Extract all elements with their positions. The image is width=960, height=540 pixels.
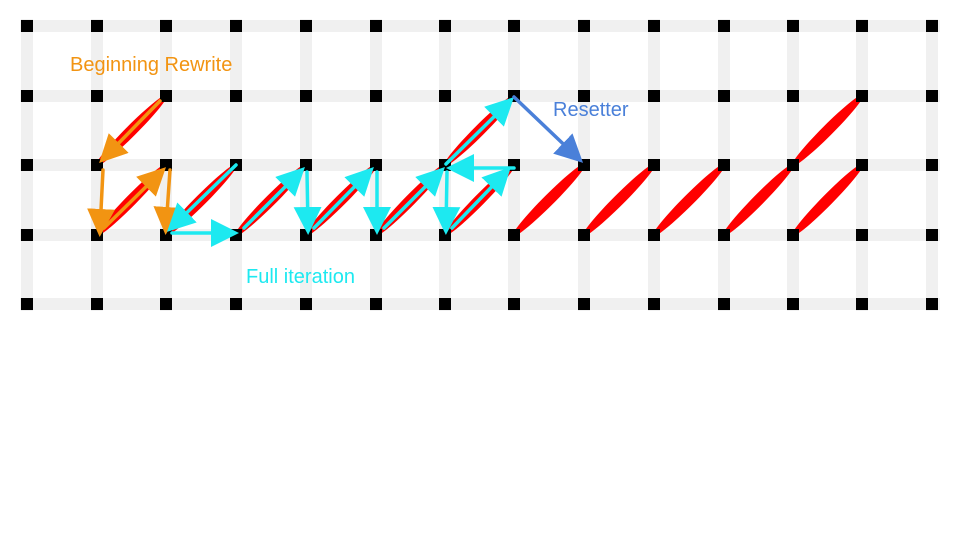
grid-node-square bbox=[300, 159, 312, 171]
grid-node-square bbox=[300, 20, 312, 32]
grid-row-line bbox=[20, 20, 940, 32]
grid-node-square bbox=[578, 90, 590, 102]
grid-node-square bbox=[160, 229, 172, 241]
grid-node-square bbox=[718, 20, 730, 32]
grid-node-square bbox=[370, 159, 382, 171]
full-iteration-arrows bbox=[166, 97, 516, 247]
full-iteration-arrow bbox=[444, 97, 514, 166]
grid-node-square bbox=[787, 159, 799, 171]
full-iteration-arrow bbox=[450, 166, 511, 230]
grid-node-square bbox=[230, 90, 242, 102]
grid-node-square bbox=[856, 229, 868, 241]
grid-node-square bbox=[439, 229, 451, 241]
grid-node-square bbox=[718, 298, 730, 310]
stitch-ellipse bbox=[652, 163, 726, 237]
stitch-ellipse bbox=[582, 163, 656, 237]
grid-node-square bbox=[718, 229, 730, 241]
grid-node-square bbox=[439, 20, 451, 32]
grid-node-square bbox=[370, 20, 382, 32]
grid-node-square bbox=[21, 298, 33, 310]
full-iteration-label: Full iteration bbox=[246, 266, 355, 288]
grid-node-square bbox=[787, 20, 799, 32]
grid-row-line bbox=[20, 229, 940, 241]
grid-node-square bbox=[926, 90, 938, 102]
grid-node-square bbox=[718, 159, 730, 171]
grid-node-square bbox=[91, 159, 103, 171]
grid-node-square bbox=[578, 20, 590, 32]
grid-row-line bbox=[20, 90, 940, 102]
grid-node-square bbox=[508, 298, 520, 310]
resetter-label: Resetter bbox=[553, 99, 629, 121]
full-iteration-arrow bbox=[432, 170, 461, 235]
grid-node-square bbox=[160, 298, 172, 310]
grid-node-square bbox=[578, 229, 590, 241]
grid-node-square bbox=[21, 20, 33, 32]
grid-node-square bbox=[926, 298, 938, 310]
beginning-rewrite-arrow bbox=[102, 167, 166, 230]
stitch-ellipse bbox=[791, 94, 864, 167]
resetter-arrow bbox=[512, 95, 584, 163]
grid-node-square bbox=[926, 229, 938, 241]
grid-node-square bbox=[578, 159, 590, 171]
beginning-rewrite-label: Beginning Rewrite bbox=[70, 54, 233, 76]
grid-node-square bbox=[21, 159, 33, 171]
full-iteration-arrow bbox=[242, 167, 305, 230]
beginning-rewrite-arrow bbox=[153, 168, 182, 235]
grid-node-square bbox=[648, 20, 660, 32]
grid-node-square bbox=[508, 20, 520, 32]
beginning-rewrite-arrow bbox=[87, 168, 116, 237]
grid-node-square bbox=[91, 20, 103, 32]
grid-node-square bbox=[508, 229, 520, 241]
grid-row-line bbox=[20, 159, 940, 171]
grid-node-square bbox=[856, 90, 868, 102]
grid-node-square bbox=[718, 90, 730, 102]
grid-node-square bbox=[926, 159, 938, 171]
beginning-rewrite-arrows bbox=[87, 99, 182, 237]
grid-node-square bbox=[300, 229, 312, 241]
grid-node-square bbox=[370, 298, 382, 310]
grid-node-square bbox=[160, 90, 172, 102]
grid-node-square bbox=[370, 229, 382, 241]
grid-node-square bbox=[787, 298, 799, 310]
grid-node-square bbox=[926, 20, 938, 32]
stitch-ellipse bbox=[722, 163, 795, 237]
grid-node-square bbox=[160, 20, 172, 32]
grid-node-square bbox=[300, 90, 312, 102]
grid-node-square bbox=[648, 90, 660, 102]
grid-node-square bbox=[439, 298, 451, 310]
grid-node-square bbox=[230, 229, 242, 241]
grid-node-square bbox=[787, 229, 799, 241]
grid-node-square bbox=[439, 90, 451, 102]
grid-node-square bbox=[578, 298, 590, 310]
grid-node-square bbox=[856, 20, 868, 32]
full-iteration-arrow bbox=[312, 167, 374, 230]
grid-node-square bbox=[787, 90, 799, 102]
resetter-arrows bbox=[512, 95, 584, 163]
full-iteration-arrow bbox=[166, 163, 238, 232]
grid-node-square bbox=[21, 229, 33, 241]
grid-node-square bbox=[230, 20, 242, 32]
grid-node-square bbox=[648, 159, 660, 171]
beginning-rewrite-arrow bbox=[99, 99, 162, 163]
grid-node-square bbox=[91, 90, 103, 102]
grid-row-line bbox=[20, 298, 940, 310]
full-iteration-arrow bbox=[293, 170, 322, 235]
stitch-ellipse bbox=[512, 163, 586, 237]
full-iteration-arrow bbox=[382, 167, 445, 230]
stitch-ellipse bbox=[791, 163, 864, 237]
grid-node-square bbox=[300, 298, 312, 310]
grid-node-square bbox=[370, 90, 382, 102]
grid-node-square bbox=[648, 298, 660, 310]
grid-node-square bbox=[91, 298, 103, 310]
grid-node-square bbox=[21, 90, 33, 102]
grid-node-square bbox=[648, 229, 660, 241]
grid-node-square bbox=[856, 298, 868, 310]
grid-node-square bbox=[856, 159, 868, 171]
grid-node-square bbox=[230, 298, 242, 310]
